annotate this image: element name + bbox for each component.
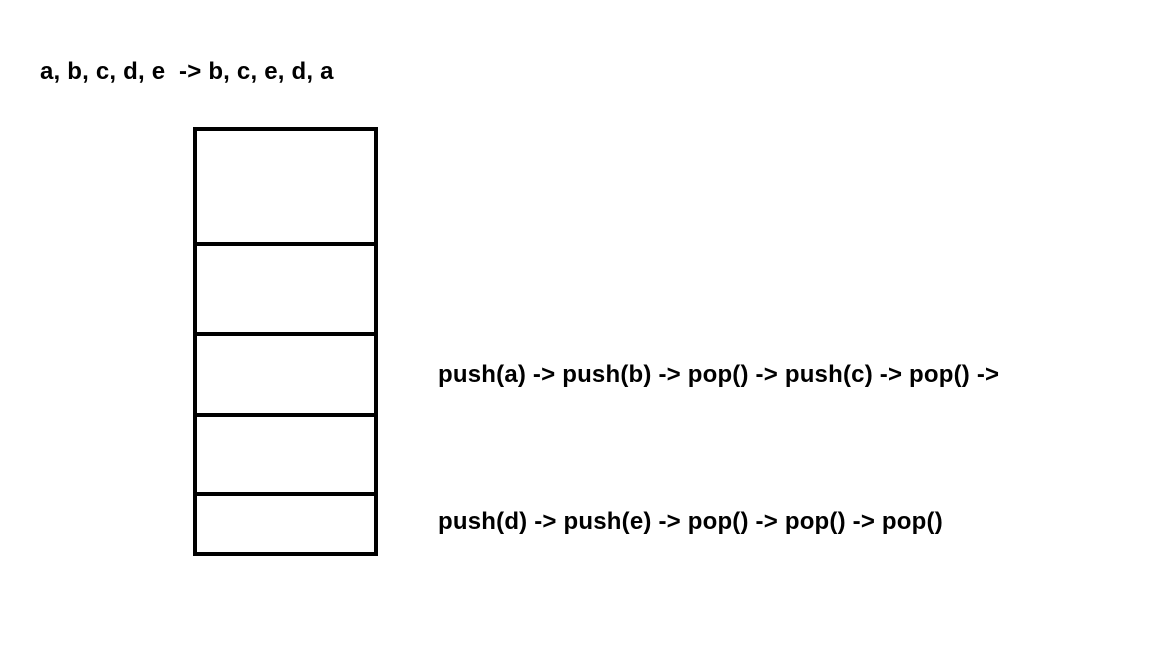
sequence-title: a, b, c, d, e -> b, c, e, d, a bbox=[40, 58, 334, 85]
operations-line-2: push(d) -> push(e) -> pop() -> pop() -> … bbox=[438, 508, 943, 535]
stack-graphic bbox=[193, 127, 378, 556]
stack-diagram bbox=[193, 127, 378, 556]
operations-line-1: push(a) -> push(b) -> pop() -> push(c) -… bbox=[438, 361, 1000, 388]
operations-text: push(a) -> push(b) -> pop() -> push(c) -… bbox=[438, 252, 999, 595]
stack-outline bbox=[193, 127, 378, 556]
